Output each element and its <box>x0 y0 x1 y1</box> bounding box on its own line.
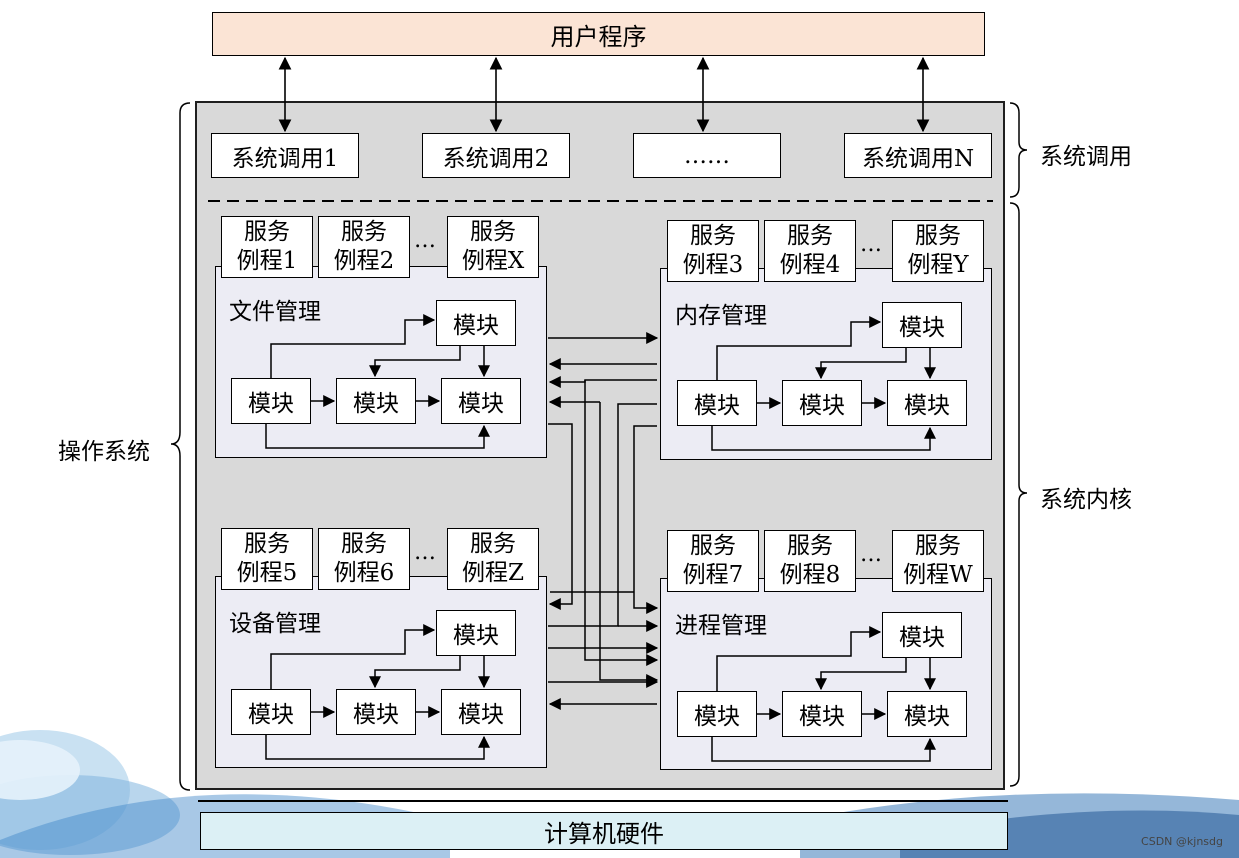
syscall-n: 系统调用N <box>844 133 992 178</box>
syscall-layer-label: 系统调用 <box>1040 144 1132 170</box>
ellipsis-mark: … <box>860 232 883 257</box>
module-box: 模块 <box>441 378 521 424</box>
service-routine: 服务例程Y <box>892 220 984 282</box>
module-box: 模块 <box>887 380 967 426</box>
kernel-label: 系统内核 <box>1040 487 1132 513</box>
module-box: 模块 <box>677 691 757 737</box>
service-routine: 服务例程8 <box>764 530 856 592</box>
service-routine: 服务例程4 <box>764 220 856 282</box>
module-box: 模块 <box>782 380 862 426</box>
service-routine: 服务例程6 <box>318 528 410 590</box>
user-program-bar: 用户程序 <box>212 12 985 56</box>
subsystem-title: 进程管理 <box>675 613 767 639</box>
service-routine: 服务例程W <box>892 530 984 592</box>
hardware-separator-line <box>198 800 1008 802</box>
syscall-1: 系统调用1 <box>211 133 359 178</box>
ellipsis-mark: … <box>414 540 437 565</box>
syscall-ellipsis: …… <box>633 133 781 178</box>
subsystem-title: 内存管理 <box>675 303 767 329</box>
module-box: 模块 <box>231 378 311 424</box>
module-box: 模块 <box>441 689 521 735</box>
service-routine: 服务例程Z <box>447 528 539 590</box>
service-routine: 服务例程X <box>447 216 539 278</box>
module-box: 模块 <box>677 380 757 426</box>
service-routine: 服务例程3 <box>667 220 759 282</box>
subsystem-title: 文件管理 <box>229 299 321 325</box>
module-box: 模块 <box>231 689 311 735</box>
module-box: 模块 <box>436 610 516 656</box>
ellipsis-mark: … <box>414 228 437 253</box>
module-box: 模块 <box>336 378 416 424</box>
hardware-bar: 计算机硬件 <box>200 812 1008 850</box>
service-routine: 服务例程2 <box>318 216 410 278</box>
module-box: 模块 <box>436 300 516 346</box>
watermark: CSDN @kjnsdg <box>1141 835 1223 848</box>
service-routine: 服务例程7 <box>667 530 759 592</box>
module-box: 模块 <box>882 302 962 348</box>
os-label: 操作系统 <box>58 439 150 465</box>
subsystem-title: 设备管理 <box>229 611 321 637</box>
service-routine: 服务例程5 <box>221 528 313 590</box>
module-box: 模块 <box>336 689 416 735</box>
module-box: 模块 <box>887 691 967 737</box>
ellipsis-mark: … <box>860 542 883 567</box>
syscall-2: 系统调用2 <box>422 133 570 178</box>
module-box: 模块 <box>882 612 962 658</box>
service-routine: 服务例程1 <box>221 216 313 278</box>
module-box: 模块 <box>782 691 862 737</box>
